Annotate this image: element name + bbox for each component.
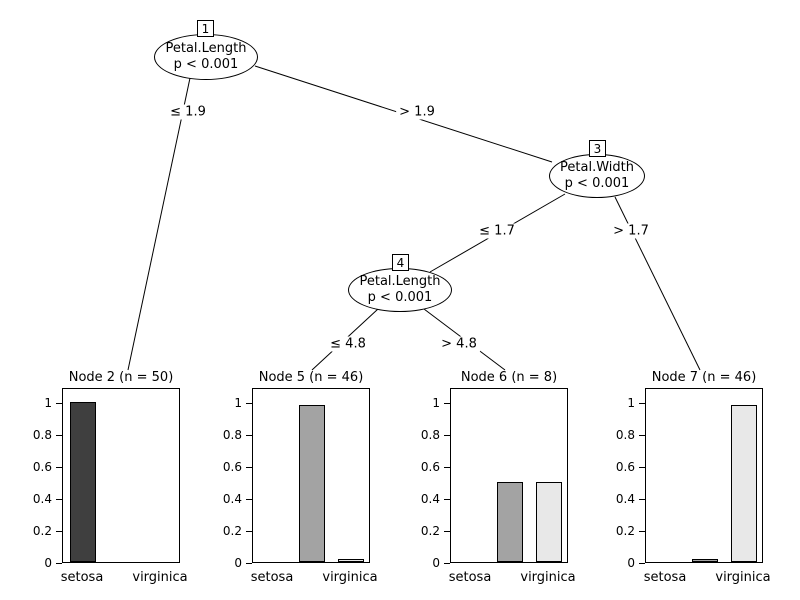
tree-node-4: Petal.Length p < 0.001 [348, 268, 452, 312]
y-tick-label: 0.6 [615, 460, 635, 474]
node-id-badge-1: 1 [197, 20, 214, 37]
x-tick-label-setosa: setosa [643, 570, 687, 585]
bar-virginica [536, 482, 562, 562]
y-tick-label: 1 [44, 396, 52, 410]
y-tick-mark [56, 435, 62, 436]
y-tick-label: 0.6 [420, 460, 440, 474]
y-tick-label: 0.8 [32, 428, 52, 442]
x-tick-label-setosa: setosa [448, 570, 492, 585]
panel-plot-box [252, 388, 370, 563]
y-tick-label: 1 [627, 396, 635, 410]
panel-plot-box [450, 388, 568, 563]
panel-plot-box [645, 388, 763, 563]
node-pvalue: p < 0.001 [173, 57, 239, 72]
y-tick-mark [444, 499, 450, 500]
y-tick-mark [56, 499, 62, 500]
y-tick-label: 0.4 [32, 492, 52, 506]
tree-node-1: Petal.Length p < 0.001 [154, 34, 258, 80]
node-variable: Petal.Length [359, 274, 441, 289]
y-tick-label: 0.8 [420, 428, 440, 442]
node-variable: Petal.Width [560, 160, 634, 175]
edge-label-le-1-7: ≤ 1.7 [476, 223, 518, 239]
y-tick-label: 0.4 [420, 492, 440, 506]
y-tick-mark [56, 467, 62, 468]
edge-node1-node2 [127, 77, 191, 371]
y-tick-label: 0.6 [222, 460, 242, 474]
y-tick-label: 1 [432, 396, 440, 410]
y-tick-mark [639, 467, 645, 468]
y-tick-mark [246, 563, 252, 564]
y-tick-mark [639, 531, 645, 532]
node-pvalue: p < 0.001 [367, 290, 433, 305]
x-tick-label-virginica: virginica [520, 570, 576, 585]
y-tick-mark [246, 531, 252, 532]
y-tick-mark [639, 563, 645, 564]
x-tick-label-virginica: virginica [132, 570, 188, 585]
bar-virginica [338, 559, 364, 562]
bar-versicolor [299, 405, 325, 562]
y-tick-label: 1 [234, 396, 242, 410]
bar-versicolor [497, 482, 523, 562]
node-pvalue: p < 0.001 [564, 176, 630, 191]
bar-setosa [70, 402, 96, 562]
terminal-panel-2: Node 5 (n = 46) 0 0.2 0.4 0.6 0.8 1 setosa virgi… [210, 368, 378, 590]
y-tick-label: 0 [44, 556, 52, 570]
y-tick-mark [246, 467, 252, 468]
terminal-panel-3: Node 6 (n = 8) 0 0.2 0.4 0.6 0.8 1 setosa virgin… [408, 368, 576, 590]
y-tick-label: 0.4 [615, 492, 635, 506]
y-tick-mark [246, 499, 252, 500]
terminal-panel-1: Node 2 (n = 50) 0 0.2 0.4 0.6 0.8 1 setosa virgi… [20, 368, 188, 590]
edge-label-le-4-8: ≤ 4.8 [327, 336, 369, 352]
panel-plot-box [62, 388, 180, 563]
y-tick-mark [444, 563, 450, 564]
y-tick-label: 0.2 [615, 524, 635, 538]
panel-title: Node 2 (n = 50) [68, 370, 174, 385]
edge-label-gt-1-7: > 1.7 [610, 223, 652, 239]
tree-node-3: Petal.Width p < 0.001 [549, 154, 645, 198]
y-tick-label: 0 [234, 556, 242, 570]
edge-label-gt-4-8: > 4.8 [438, 336, 480, 352]
y-tick-label: 0.2 [222, 524, 242, 538]
y-tick-mark [444, 467, 450, 468]
bar-versicolor [692, 559, 718, 562]
y-tick-mark [639, 435, 645, 436]
y-tick-label: 0.2 [420, 524, 440, 538]
panel-title: Node 6 (n = 8) [460, 370, 558, 385]
node-id-badge-3: 3 [589, 140, 606, 157]
y-tick-label: 0 [627, 556, 635, 570]
y-tick-mark [444, 435, 450, 436]
y-tick-label: 0.4 [222, 492, 242, 506]
y-tick-mark [56, 531, 62, 532]
x-tick-label-setosa: setosa [60, 570, 104, 585]
terminal-panel-4: Node 7 (n = 46) 0 0.2 0.4 0.6 0.8 1 setosa virgi… [603, 368, 771, 590]
edge-label-le-1-9: ≤ 1.9 [167, 104, 209, 120]
y-tick-mark [246, 435, 252, 436]
edge-label-gt-1-9: > 1.9 [396, 104, 438, 120]
y-tick-mark [56, 403, 62, 404]
node-variable: Petal.Length [165, 41, 247, 56]
bar-virginica [731, 405, 757, 562]
x-tick-label-virginica: virginica [715, 570, 771, 585]
y-tick-mark [444, 403, 450, 404]
y-tick-label: 0.8 [615, 428, 635, 442]
y-tick-mark [56, 563, 62, 564]
node-id-badge-4: 4 [392, 254, 409, 271]
y-tick-mark [639, 499, 645, 500]
y-tick-label: 0 [432, 556, 440, 570]
y-tick-mark [444, 531, 450, 532]
y-tick-label: 0.6 [32, 460, 52, 474]
y-tick-label: 0.8 [222, 428, 242, 442]
y-tick-mark [639, 403, 645, 404]
y-tick-label: 0.2 [32, 524, 52, 538]
panel-title: Node 5 (n = 46) [258, 370, 364, 385]
y-tick-mark [246, 403, 252, 404]
panel-title: Node 7 (n = 46) [651, 370, 757, 385]
x-tick-label-virginica: virginica [322, 570, 378, 585]
x-tick-label-setosa: setosa [250, 570, 294, 585]
